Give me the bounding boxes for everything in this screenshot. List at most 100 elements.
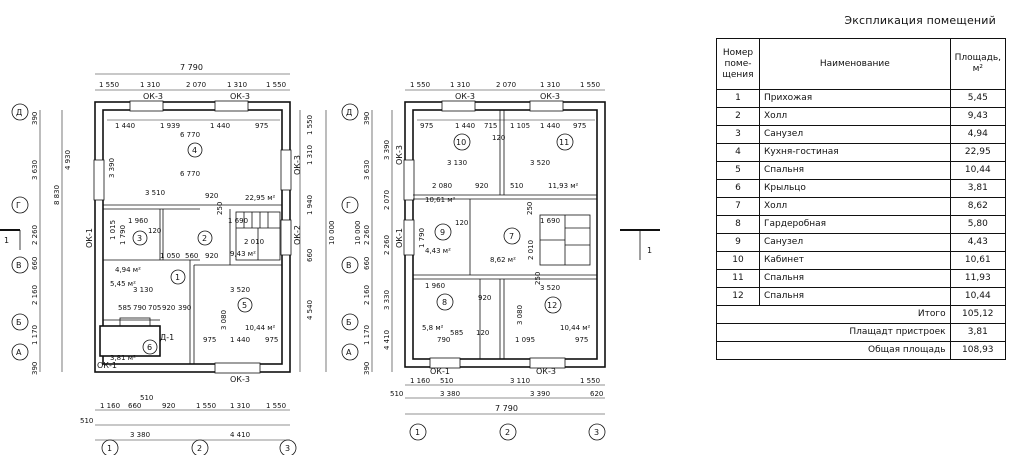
- cell-area: 10,61: [949, 251, 1007, 270]
- svg-text:660: 660: [363, 257, 371, 270]
- svg-text:1: 1: [175, 273, 180, 282]
- svg-text:3 080: 3 080: [220, 310, 228, 330]
- staircase: [235, 211, 281, 261]
- svg-text:1 310: 1 310: [230, 402, 250, 410]
- svg-text:920: 920: [162, 304, 175, 312]
- svg-text:3 630: 3 630: [363, 160, 371, 180]
- svg-text:4: 4: [192, 146, 197, 155]
- cell-name: Кабинет: [759, 251, 951, 270]
- window: [429, 357, 461, 369]
- window: [119, 317, 151, 327]
- svg-text:390: 390: [363, 112, 371, 125]
- cell-num: 11: [716, 269, 760, 288]
- svg-text:1 550: 1 550: [580, 81, 600, 89]
- svg-text:1 960: 1 960: [425, 282, 445, 290]
- svg-text:В: В: [16, 261, 22, 270]
- svg-text:1 050: 1 050: [160, 252, 180, 260]
- svg-text:В: В: [346, 261, 352, 270]
- svg-text:3: 3: [285, 444, 290, 453]
- cell-name: Спальня: [759, 269, 951, 288]
- svg-text:975: 975: [265, 336, 278, 344]
- total-label: Плащадт пристроек: [716, 323, 951, 342]
- svg-text:1 440: 1 440: [540, 122, 560, 130]
- svg-text:390: 390: [31, 362, 39, 375]
- svg-text:1 550: 1 550: [99, 81, 119, 89]
- plan1-left-total: 8 830: [53, 185, 61, 205]
- window-label: ОК-1: [430, 367, 450, 376]
- svg-text:3 130: 3 130: [447, 159, 467, 167]
- svg-text:250: 250: [216, 202, 224, 215]
- window: [529, 100, 564, 112]
- svg-text:Б: Б: [346, 318, 352, 327]
- svg-text:1 690: 1 690: [228, 217, 248, 225]
- svg-text:510: 510: [440, 377, 453, 385]
- window: [214, 362, 261, 374]
- svg-text:660: 660: [31, 257, 39, 270]
- cell-name: Холл: [759, 197, 951, 216]
- window: [403, 159, 415, 201]
- total-label: Итого: [716, 305, 951, 324]
- plan1-top-total: 7 790: [180, 63, 203, 72]
- svg-text:2 260: 2 260: [363, 225, 371, 245]
- svg-text:1 550: 1 550: [196, 402, 216, 410]
- plan-first-floor: 7 790 1 550 1 310 2 070 1 310 1 550 ОК-3…: [31, 63, 336, 441]
- window-label: ОК-3: [536, 367, 556, 376]
- svg-text:1 690: 1 690: [540, 217, 560, 225]
- plan2-inner-dims: 120 120 250 920 120 250 585 790 1 095 97…: [437, 134, 588, 344]
- svg-text:1 550: 1 550: [410, 81, 430, 89]
- svg-text:Б: Б: [16, 318, 22, 327]
- svg-text:3 520: 3 520: [530, 159, 550, 167]
- cell-num: 1: [716, 89, 760, 108]
- svg-text:1 170: 1 170: [31, 325, 39, 345]
- svg-text:3 510: 3 510: [145, 189, 165, 197]
- plan1-top-chain: 1 550 1 310 2 070 1 310 1 550: [99, 81, 286, 89]
- svg-text:3 520: 3 520: [540, 284, 560, 292]
- window-label: ОК-2: [293, 225, 302, 245]
- svg-text:3 390: 3 390: [108, 158, 116, 178]
- room-6: 6 3,81 м²: [110, 339, 158, 362]
- svg-text:1 015: 1 015: [109, 220, 117, 240]
- window-label: ОК-3: [143, 92, 163, 101]
- svg-text:585: 585: [118, 304, 131, 312]
- svg-text:5,8 м²: 5,8 м²: [422, 324, 444, 332]
- svg-text:5: 5: [242, 301, 247, 310]
- svg-text:6: 6: [147, 343, 152, 352]
- door-label: Д-1: [160, 333, 174, 342]
- svg-text:705: 705: [148, 304, 161, 312]
- cell-name: Спальня: [759, 161, 951, 180]
- svg-text:1 940: 1 940: [306, 195, 314, 215]
- svg-text:1 939: 1 939: [160, 122, 180, 130]
- svg-text:4,94 м²: 4,94 м²: [115, 266, 141, 274]
- axis-markers-rows-right: Д Г В Б А: [341, 103, 359, 361]
- window-label: ОК-1: [395, 228, 404, 248]
- explication-title: Экспликация помещений: [844, 14, 996, 27]
- cell-num: 9: [716, 233, 760, 252]
- window-label: ОК-3: [293, 155, 302, 175]
- svg-text:7: 7: [509, 232, 514, 241]
- staircase: [539, 214, 591, 266]
- svg-text:4 410: 4 410: [230, 431, 250, 439]
- svg-text:11,93 м²: 11,93 м²: [548, 182, 579, 190]
- svg-text:10,44 м²: 10,44 м²: [245, 324, 276, 332]
- cell-area: 5,80: [949, 215, 1007, 234]
- window: [93, 159, 105, 201]
- cell-name: Гардеробная: [759, 215, 951, 234]
- svg-text:8: 8: [442, 298, 447, 307]
- svg-text:3 130: 3 130: [133, 286, 153, 294]
- svg-text:920: 920: [205, 252, 218, 260]
- axis-markers-cols-left: 1 2 3: [101, 439, 297, 455]
- svg-text:2 070: 2 070: [383, 190, 391, 210]
- svg-text:Г: Г: [16, 201, 21, 210]
- svg-text:А: А: [346, 348, 352, 357]
- svg-text:4,43 м²: 4,43 м²: [425, 247, 451, 255]
- svg-text:1 095: 1 095: [515, 336, 535, 344]
- cell-area: 4,43: [949, 233, 1007, 252]
- svg-text:660: 660: [128, 402, 141, 410]
- cell-area: 10,44: [949, 161, 1007, 180]
- svg-text:2 080: 2 080: [432, 182, 452, 190]
- cell-num: 12: [716, 287, 760, 306]
- svg-text:6 770: 6 770: [180, 131, 200, 139]
